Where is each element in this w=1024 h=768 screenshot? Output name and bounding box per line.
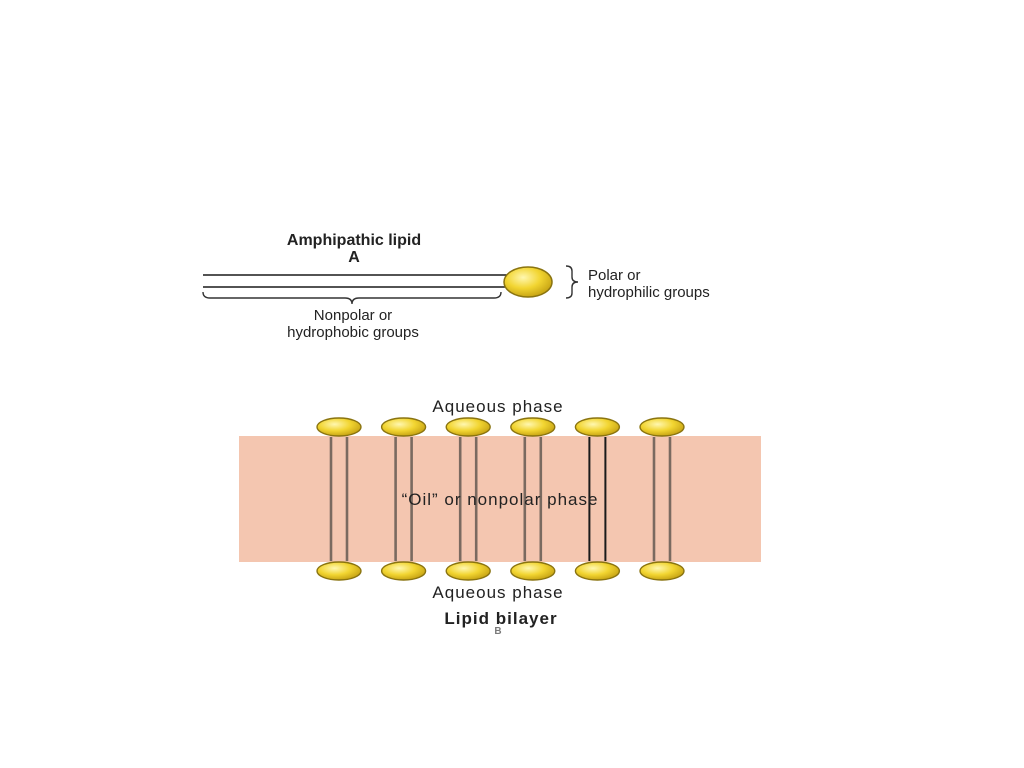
panel-a-letter: A	[348, 249, 360, 266]
bilayer-polar-head-icon	[639, 417, 685, 437]
oil-phase-label: “Oil” or nonpolar phase	[402, 490, 599, 509]
oil-phase-region	[239, 436, 761, 562]
lipid-bilayer-title: Lipid bilayer	[444, 609, 557, 628]
nonpolar-groups-label-line1: Nonpolar or	[314, 307, 392, 324]
bilayer-polar-head-icon	[316, 561, 362, 581]
polar-groups-label-line2: hydrophilic groups	[588, 284, 710, 301]
bilayer-polar-head-icon	[510, 417, 556, 437]
panel-b-letter: B	[494, 626, 501, 637]
nonpolar-brace-icon	[202, 291, 502, 305]
amphipathic-lipid-tails	[203, 274, 508, 288]
polar-head-icon	[503, 266, 553, 298]
bilayer-polar-head-icon	[639, 561, 685, 581]
bilayer-polar-head-icon	[445, 561, 491, 581]
bilayer-lipids	[316, 417, 685, 581]
bilayer-polar-head-icon	[574, 561, 621, 581]
bilayer-polar-head-icon	[380, 417, 427, 437]
amphipathic-lipid-title: Amphipathic lipid	[287, 232, 421, 249]
aqueous-phase-top-label: Aqueous phase	[432, 397, 563, 416]
polar-brace-icon	[565, 265, 579, 299]
bilayer-polar-head-icon	[510, 561, 556, 581]
bilayer-polar-head-icon	[445, 417, 491, 437]
aqueous-phase-bottom-label: Aqueous phase	[432, 583, 563, 602]
bilayer-polar-head-icon	[574, 417, 621, 437]
nonpolar-groups-label-line2: hydrophobic groups	[287, 324, 419, 341]
bilayer-polar-head-icon	[316, 417, 362, 437]
bilayer-polar-head-icon	[380, 561, 427, 581]
polar-groups-label-line1: Polar or	[588, 267, 641, 284]
